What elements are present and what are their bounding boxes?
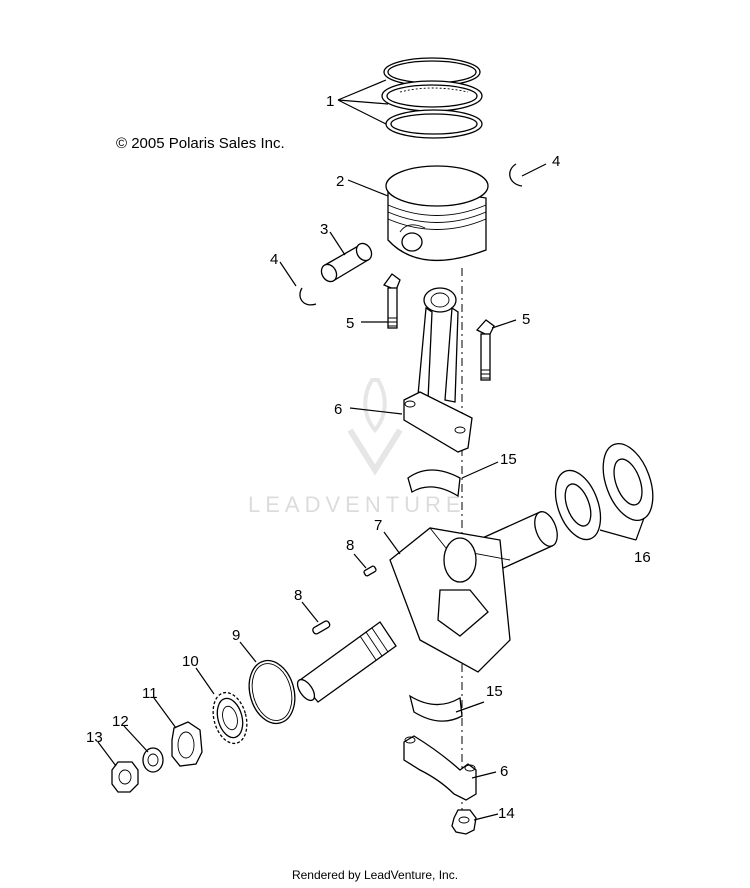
leader-lines	[97, 79, 645, 821]
bearing-shell-lower	[408, 694, 463, 722]
callout-12: 12	[112, 713, 129, 730]
watermark-text: LEADVENTURE	[248, 492, 466, 517]
connecting-rod-cap	[403, 735, 477, 801]
woodruff-key-lower	[312, 620, 331, 635]
callout-16: 16	[634, 549, 651, 566]
callout-4-left: 4	[270, 251, 278, 268]
washer	[142, 747, 164, 773]
callout-15-upper: 15	[500, 451, 517, 468]
callout-labels: 1 2 3 4 4 5 5 6 6 7 8 8 9 10 11 12 13 14…	[86, 93, 651, 822]
callout-9: 9	[232, 627, 240, 644]
callout-3: 3	[320, 221, 328, 238]
rod-bolt-left	[382, 273, 401, 329]
piston	[385, 165, 489, 261]
callout-5-right: 5	[522, 311, 530, 328]
large-nut	[171, 721, 203, 767]
callout-14: 14	[498, 805, 515, 822]
o-ring	[248, 659, 296, 725]
piston-rings	[381, 57, 483, 139]
callout-10: 10	[182, 653, 199, 670]
callout-4-right: 4	[552, 153, 560, 170]
footer-credit: Rendered by LeadVenture, Inc.	[291, 868, 459, 882]
timing-gear	[212, 691, 248, 745]
callout-2: 2	[336, 173, 344, 190]
bearing-shell-upper	[407, 469, 461, 498]
connecting-rod	[403, 287, 473, 453]
rod-bolt-right	[475, 319, 495, 381]
callout-15-lower: 15	[486, 683, 503, 700]
callout-1: 1	[326, 93, 334, 110]
callout-7: 7	[374, 517, 382, 534]
woodruff-key-upper	[363, 565, 377, 577]
rod-nut	[451, 809, 477, 835]
leadventure-watermark: LEADVENTURE	[248, 378, 466, 517]
callout-13: 13	[86, 729, 103, 746]
callout-8-upper: 8	[346, 537, 354, 554]
piston-pin	[320, 242, 373, 283]
callout-6-upper: 6	[334, 401, 342, 418]
circlip-right	[509, 163, 523, 187]
ball-bearings	[554, 443, 654, 541]
callout-11: 11	[142, 685, 158, 702]
crankshaft	[296, 511, 558, 703]
copyright-notice: © 2005 Polaris Sales Inc.	[116, 135, 285, 152]
callout-8-lower: 8	[294, 587, 302, 604]
small-nut	[111, 761, 139, 793]
circlip-left	[299, 287, 317, 306]
callout-6-lower: 6	[500, 763, 508, 780]
callout-5-left: 5	[346, 315, 354, 332]
